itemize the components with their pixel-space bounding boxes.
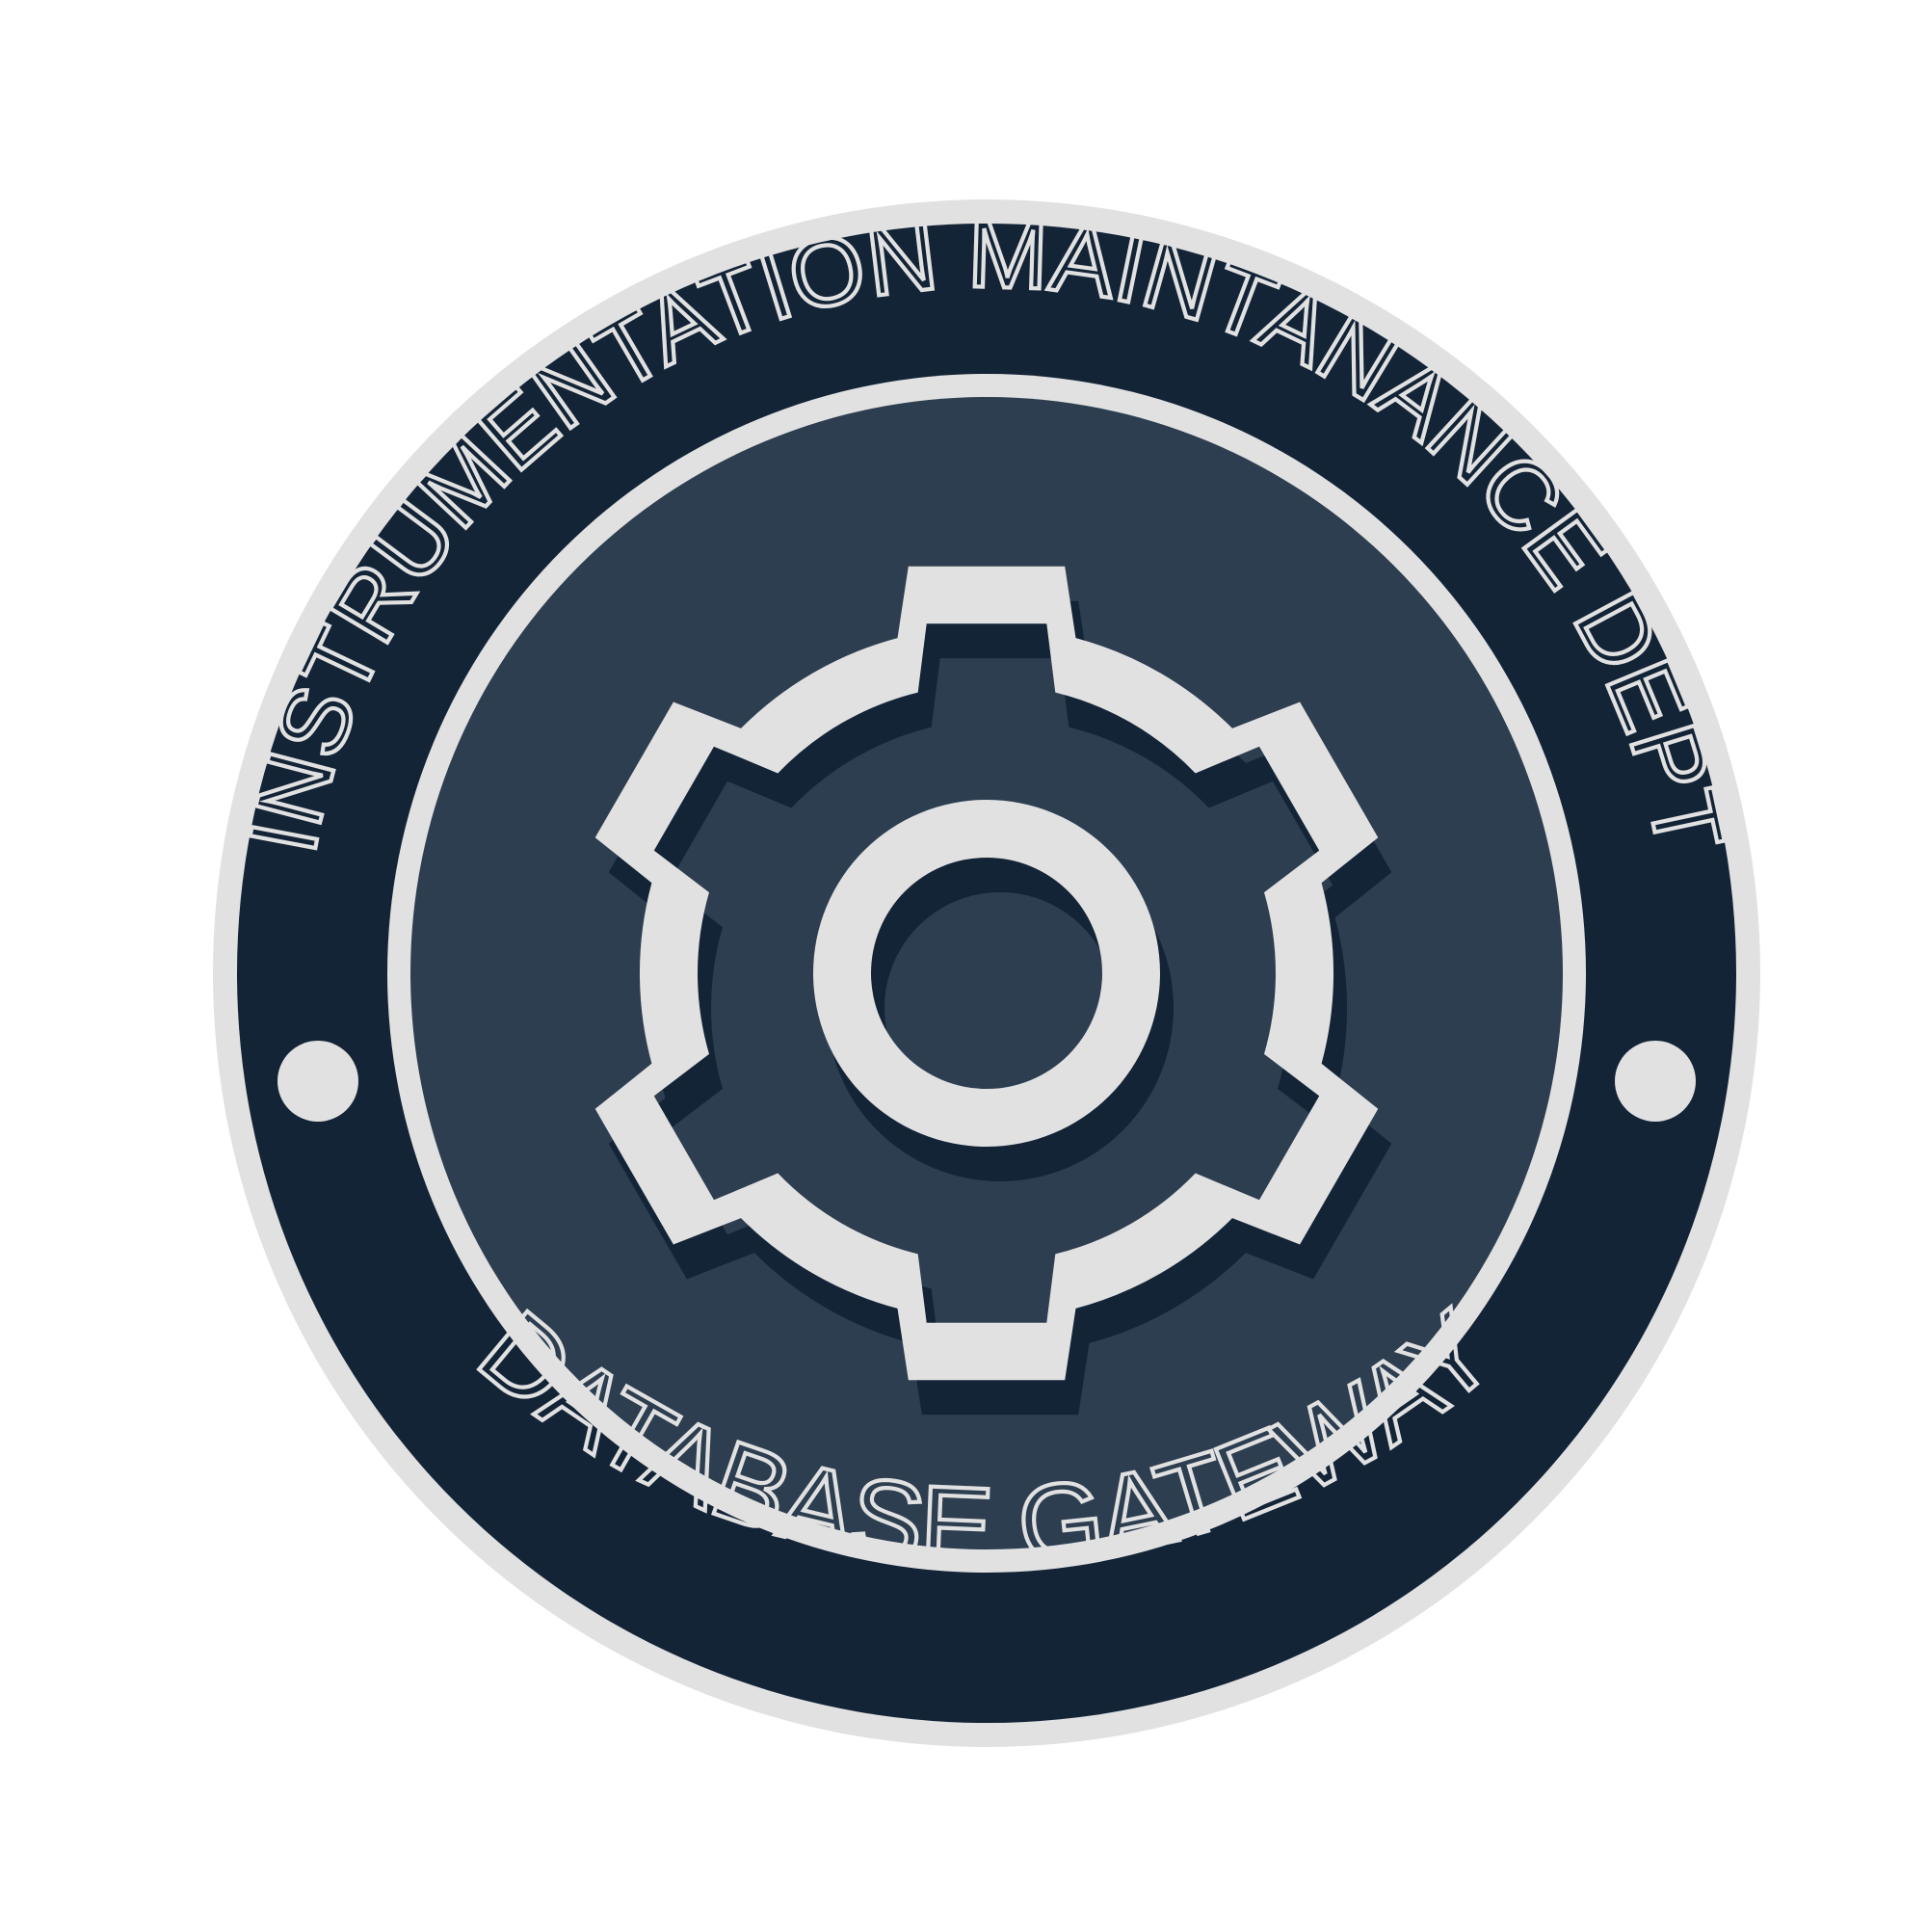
dot-icon-right <box>1615 1041 1696 1122</box>
dot-icon-left <box>277 1041 358 1122</box>
